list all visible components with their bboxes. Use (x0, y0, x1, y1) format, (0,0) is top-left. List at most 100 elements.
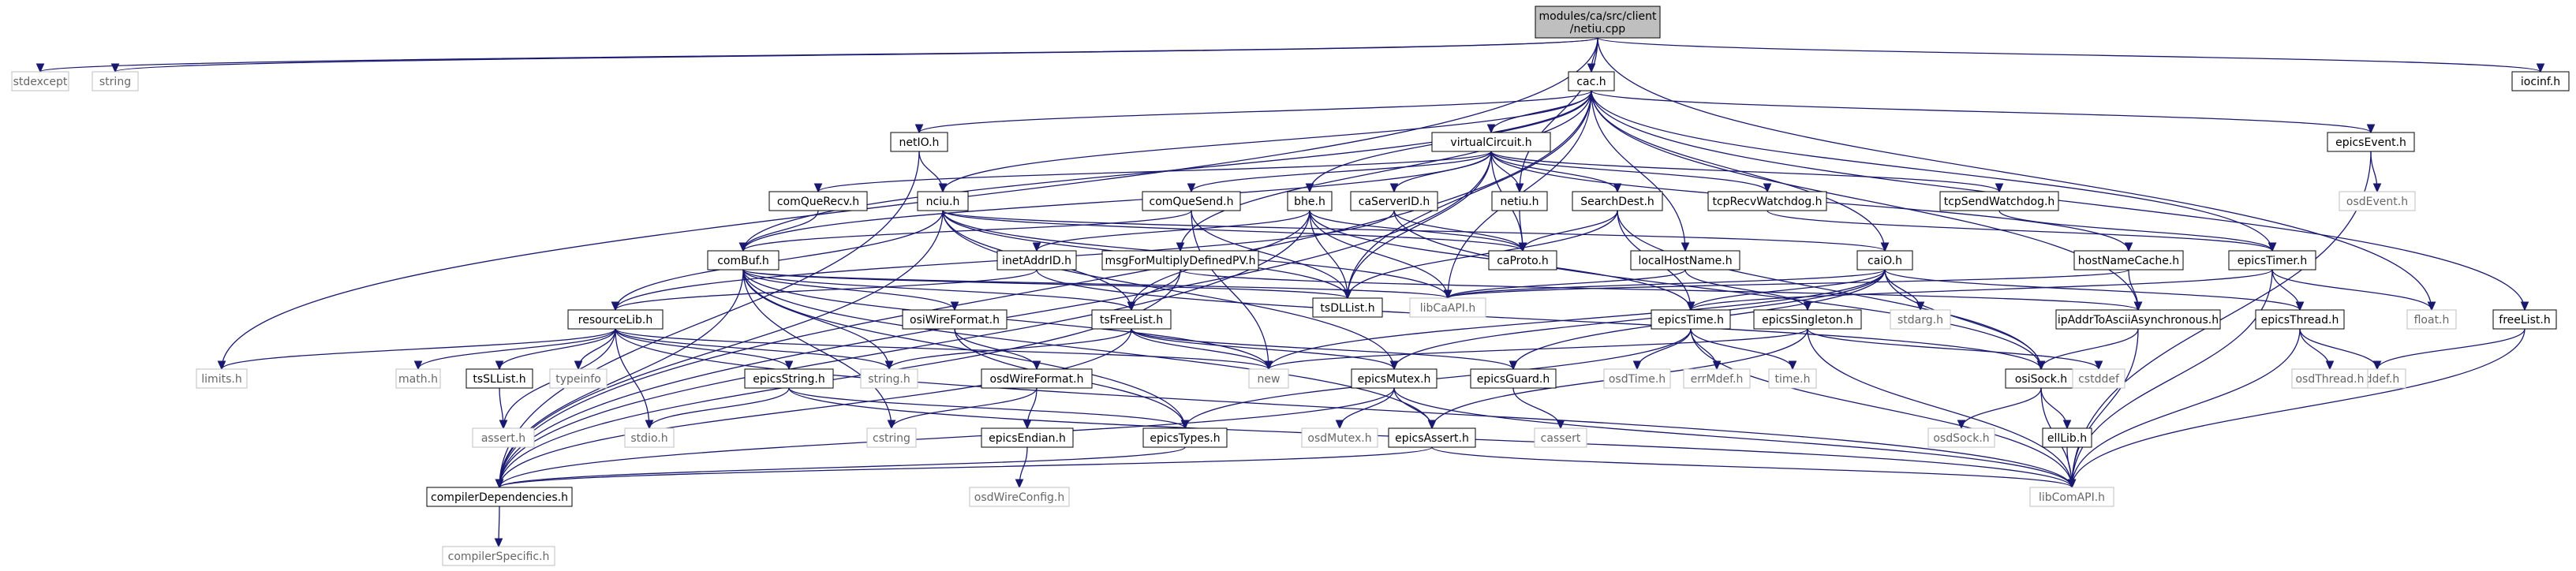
node-box-errMdef_h (1683, 368, 1751, 389)
node-caServerID_h[interactable]: caServerID.h (1350, 191, 1438, 211)
node-box-cassert (1534, 427, 1587, 448)
node-label-msgForMultiplyDefinedPV_h: msgForMultiplyDefinedPV.h (1105, 255, 1255, 267)
node-string_h: string.h (860, 368, 918, 389)
node-compilerDependencies_h[interactable]: compilerDependencies.h (426, 487, 573, 507)
node-label-netiu_cpp: modules/ca/src/client (1538, 10, 1657, 23)
node-freeList_h[interactable]: freeList.h (2492, 309, 2557, 330)
node-box-virtualCircuit_h (1431, 132, 1551, 152)
node-epicsEndian_h[interactable]: epicsEndian.h (981, 427, 1074, 448)
node-comQueRecv_h[interactable]: comQueRecv.h (768, 191, 868, 211)
node-osdWireFormat_h[interactable]: osdWireFormat.h (981, 368, 1093, 389)
node-box-osdThread_h (2291, 368, 2368, 389)
node-label-inetAddrID_h: inetAddrID.h (1002, 255, 1071, 267)
node-label-libCaAPI_h: libCaAPI.h (1420, 302, 1476, 315)
node-new: new (1248, 368, 1289, 389)
edge-osdWireFormat_h-to-cstring (892, 387, 1038, 428)
node-osiSock_h[interactable]: osiSock.h (2005, 368, 2077, 389)
node-label-comQueRecv_h: comQueRecv.h (777, 196, 859, 208)
node-epicsThread_h[interactable]: epicsThread.h (2255, 309, 2345, 330)
node-box-typeinfo (549, 368, 608, 389)
node-label-float_h: float.h (2414, 314, 2450, 327)
node-localHostName_h[interactable]: localHostName.h (1630, 250, 1740, 271)
node-epicsEvent_h[interactable]: epicsEvent.h (2327, 132, 2415, 152)
node-tsFreeList_h[interactable]: tsFreeList.h (1091, 309, 1172, 330)
node-box-stdio_h (624, 427, 675, 448)
node-osdWireConfig_h: osdWireConfig.h (969, 487, 1070, 507)
node-ipAddrToAsciiAsynchronous_h[interactable]: ipAddrToAsciiAsynchronous.h (2055, 309, 2221, 330)
node-time_h: time.h (1768, 368, 1817, 389)
node-label-stdarg_h: stdarg.h (1897, 314, 1943, 327)
node-box-stdarg_h (1890, 309, 1951, 330)
node-SearchDest_h[interactable]: SearchDest.h (1572, 191, 1663, 211)
edge-netiu_cpp-to-iocinf_h (1597, 37, 2540, 72)
node-epicsTime_h[interactable]: epicsTime.h (1651, 309, 1731, 330)
edge-caiO_h-to-epicsTime_h (1691, 269, 1886, 310)
node-box-caiO_h (1856, 250, 1913, 271)
edge-epicsSingleton_h-to-new (1269, 328, 1808, 369)
node-bhe_h[interactable]: bhe.h (1287, 191, 1333, 211)
edge-caiO_h-to-new (1269, 269, 1886, 369)
node-label-libComAPI_h: libComAPI.h (2039, 491, 2105, 504)
node-netIO_h[interactable]: netIO.h (890, 132, 948, 152)
node-epicsTypes_h[interactable]: epicsTypes.h (1142, 427, 1228, 448)
node-tsSLList_h[interactable]: tsSLList.h (465, 368, 533, 389)
node-netiu_cpp[interactable]: modules/ca/src/client/netiu.cpp (1535, 6, 1661, 39)
edge-epicsEvent_h-to-osdEvent_h (2370, 151, 2377, 192)
node-label-cassert: cassert (1541, 432, 1581, 445)
node-resourceLib_h[interactable]: resourceLib.h (567, 309, 664, 330)
node-inetAddrID_h[interactable]: inetAddrID.h (996, 250, 1077, 271)
node-epicsAssert_h[interactable]: epicsAssert.h (1388, 427, 1476, 448)
edge-epicsTime_h-to-time_h (1690, 328, 1793, 369)
edge-epicsTimer_h-to-libComAPI_h (2072, 269, 2273, 487)
node-box-freeList_h (2492, 309, 2557, 330)
node-cac_h[interactable]: cac.h (1568, 71, 1615, 91)
edge-epicsTime_h-to-epicsTypes_h (1185, 328, 1692, 428)
edge-caiO_h-to-osiSock_h (1884, 269, 2041, 369)
node-box-float_h (2406, 309, 2457, 330)
node-caiO_h[interactable]: caiO.h (1856, 250, 1913, 271)
node-label-bhe_h: bhe.h (1294, 196, 1325, 208)
node-hostNameCache_h[interactable]: hostNameCache.h (2073, 250, 2184, 271)
node-label-tsSLList_h: tsSLList.h (473, 373, 525, 386)
node-comQueSend_h[interactable]: comQueSend.h (1142, 191, 1241, 211)
node-label-cstddef: cstddef (2078, 373, 2120, 386)
node-label-comQueSend_h: comQueSend.h (1150, 196, 1234, 208)
node-msgForMultiplyDefinedPV_h[interactable]: msgForMultiplyDefinedPV.h (1101, 250, 1259, 271)
node-box-bhe_h (1287, 191, 1333, 211)
node-osiWireFormat_h[interactable]: osiWireFormat.h (902, 309, 1008, 330)
edge-resourceLib_h-to-epicsString_h (615, 328, 789, 369)
edge-nciu_h-to-caProto_h (942, 210, 1523, 251)
node-tsDLList_h[interactable]: tsDLList.h (1312, 297, 1383, 318)
node-comBuf_h[interactable]: comBuf.h (707, 250, 780, 271)
node-virtualCircuit_h[interactable]: virtualCircuit.h (1431, 132, 1551, 152)
edge-caiO_h-to-epicsMutex_h (1394, 269, 1886, 369)
node-epicsTimer_h[interactable]: epicsTimer.h (2228, 250, 2316, 271)
node-epicsGuard_h[interactable]: epicsGuard.h (1470, 368, 1557, 389)
edge-tcpRecvWatchdog_h-to-epicsTimer_h (1767, 210, 2272, 251)
edge-tsFreeList_h-to-compilerDependencies_h (499, 328, 1132, 487)
node-tcpRecvWatchdog_h[interactable]: tcpRecvWatchdog.h (1707, 191, 1827, 211)
node-math_h: math.h (395, 368, 441, 389)
node-iocinf_h[interactable]: iocinf.h (2511, 71, 2570, 91)
node-label-osiSock_h: osiSock.h (2015, 373, 2067, 386)
node-ellLib_h[interactable]: ellLib.h (2042, 427, 2092, 448)
node-label-compilerSpecific_h: compilerSpecific.h (448, 550, 550, 563)
node-netiu_h[interactable]: netiu.h (1491, 191, 1548, 211)
node-epicsSingleton_h[interactable]: epicsSingleton.h (1753, 309, 1862, 330)
edge-resourceLib_h-to-typeinfo (578, 328, 616, 369)
node-epicsMutex_h[interactable]: epicsMutex.h (1351, 368, 1438, 389)
node-caProto_h[interactable]: caProto.h (1488, 250, 1557, 271)
node-nciu_h[interactable]: nciu.h (917, 191, 969, 211)
node-label-stdio_h: stdio.h (630, 432, 667, 445)
edge-comBuf_h-to-osiWireFormat_h (742, 269, 955, 310)
node-label-netIO_h: netIO.h (899, 136, 940, 149)
node-limits_h: limits.h (196, 368, 248, 389)
node-epicsString_h[interactable]: epicsString.h (744, 368, 834, 389)
edge-bhe_h-to-tsDLList_h (1309, 210, 1348, 298)
edge-resourceLib_h-to-string_h (615, 328, 889, 369)
node-box-epicsTypes_h (1142, 427, 1228, 448)
node-tcpSendWatchdog_h[interactable]: tcpSendWatchdog.h (1939, 191, 2059, 211)
edge-epicsString_h-to-epicsTypes_h (788, 387, 1185, 428)
edge-virtualCircuit_h-to-netiu_h (1490, 151, 1520, 192)
edge-osiSock_h-to-osdSock_h (1961, 387, 2042, 428)
